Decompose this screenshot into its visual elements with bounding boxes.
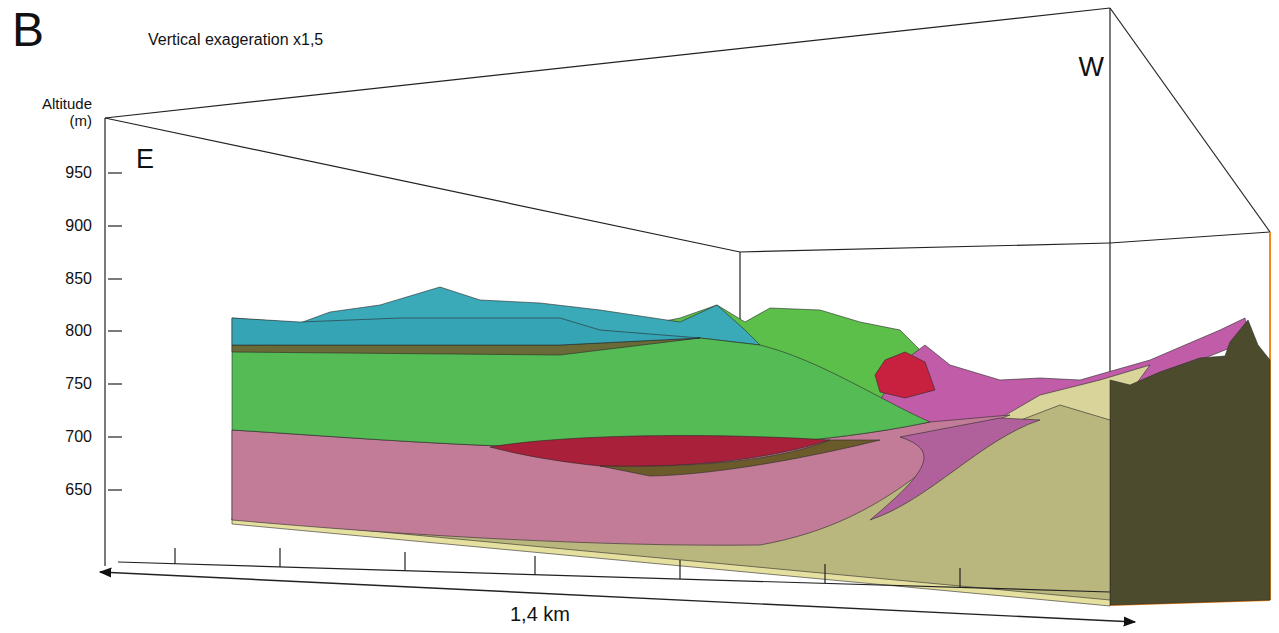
terrain-surface (232, 287, 1270, 605)
tick-label: 900 (65, 217, 92, 235)
bounding-box (105, 8, 1270, 605)
tick-label: 650 (65, 481, 92, 499)
tick-label: 800 (65, 322, 92, 340)
cross-section (232, 318, 1110, 606)
scale-bar (100, 548, 1135, 622)
panel-letter: B (12, 2, 44, 57)
axis-title: Altitude (m) (20, 95, 92, 130)
tick-label: 950 (65, 164, 92, 182)
exaggeration-note: Vertical exageration x1,5 (148, 31, 323, 49)
axis-ticks (108, 173, 122, 490)
tick-label: 750 (65, 375, 92, 393)
direction-label: E (136, 144, 154, 175)
direction-label: W (1079, 52, 1104, 83)
tick-label: 700 (65, 428, 92, 446)
scale-label: 1,4 km (510, 603, 570, 626)
tick-label: 850 (65, 270, 92, 288)
